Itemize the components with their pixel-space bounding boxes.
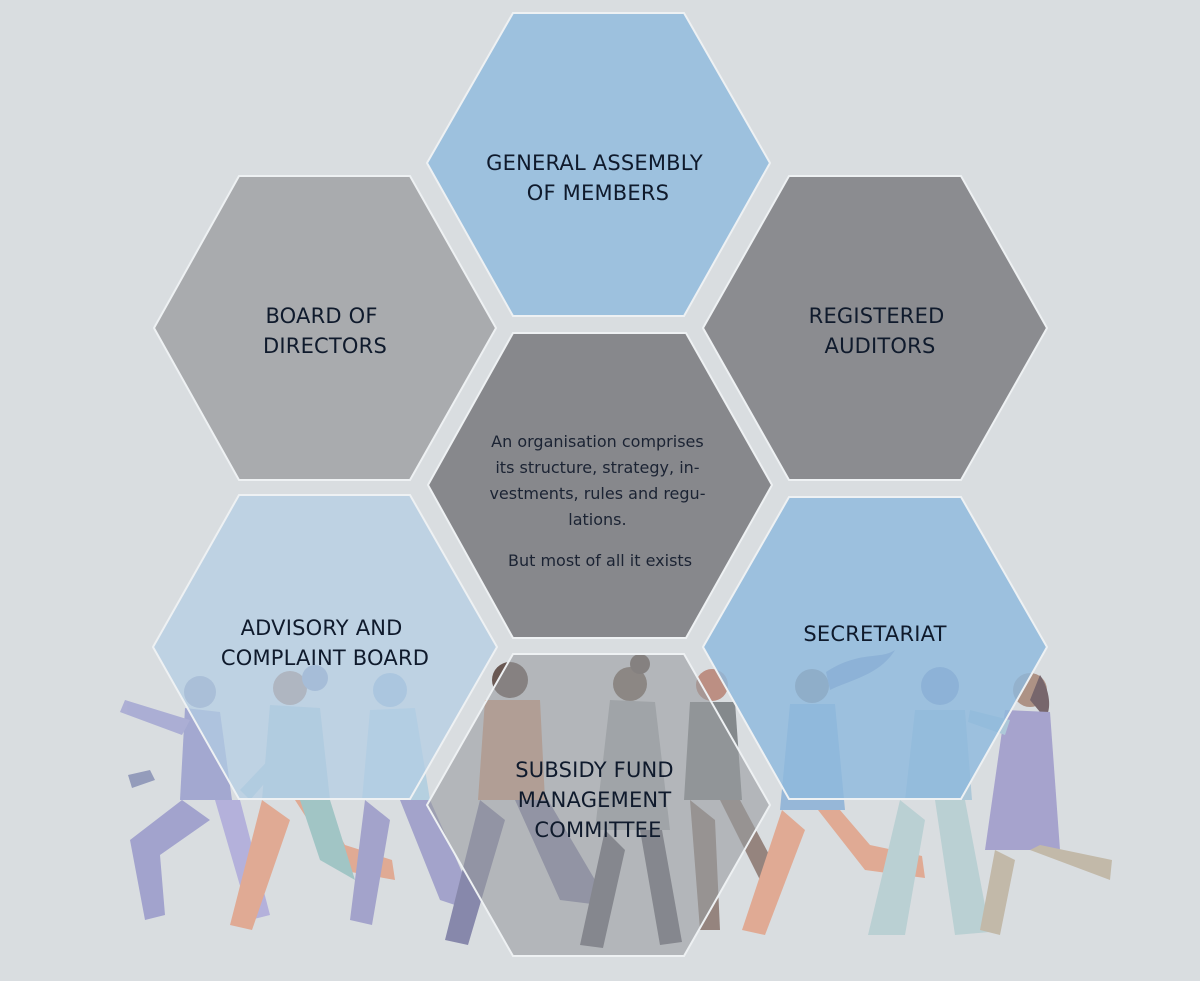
hex-center-description xyxy=(426,332,774,639)
hex-advisory-complaint-board xyxy=(151,494,499,800)
board-line-2: DIRECTORS xyxy=(263,334,387,358)
hex-registered-auditors xyxy=(701,175,1049,481)
registered-auditors-label: REGISTERED AUDITORS xyxy=(809,304,952,358)
center-description-text: An organisation comprises its structure,… xyxy=(489,432,710,570)
center-line-4: lations. xyxy=(568,510,626,529)
center-line-2: its structure, strategy, in- xyxy=(495,458,699,477)
hex-secretariat xyxy=(701,496,1049,800)
subsidy-line-1: SUBSIDY FUND xyxy=(515,758,674,782)
subsidy-committee-label: SUBSIDY FUND MANAGEMENT COMMITTEE xyxy=(515,758,680,842)
hex-board-of-directors xyxy=(152,175,498,481)
center-line-1: An organisation comprises xyxy=(491,432,704,451)
auditors-line-2: AUDITORS xyxy=(825,334,936,358)
advisory-line-1: ADVISORY AND xyxy=(241,616,403,640)
center-line-3: vestments, rules and regu- xyxy=(489,484,705,503)
board-line-1: BOARD OF xyxy=(265,304,377,328)
secretariat-line-1: SECRETARIAT xyxy=(803,622,946,646)
general-assembly-line-1: GENERAL ASSEMBLY xyxy=(486,151,703,175)
board-of-directors-label: BOARD OF DIRECTORS xyxy=(263,304,387,358)
subsidy-line-3: COMMITTEE xyxy=(534,818,661,842)
advisory-board-label: ADVISORY AND COMPLAINT BOARD xyxy=(221,616,429,670)
general-assembly-label: GENERAL ASSEMBLY OF MEMBERS xyxy=(486,151,710,205)
hex-general-assembly xyxy=(425,12,772,317)
advisory-line-2: COMPLAINT BOARD xyxy=(221,646,429,670)
hex-subsidy-fund-committee xyxy=(425,653,772,957)
subsidy-line-2: MANAGEMENT xyxy=(518,788,672,812)
auditors-line-1: REGISTERED xyxy=(809,304,945,328)
general-assembly-line-2: OF MEMBERS xyxy=(527,181,669,205)
center-line-6: But most of all it exists xyxy=(508,551,692,570)
secretariat-label: SECRETARIAT xyxy=(803,622,946,646)
